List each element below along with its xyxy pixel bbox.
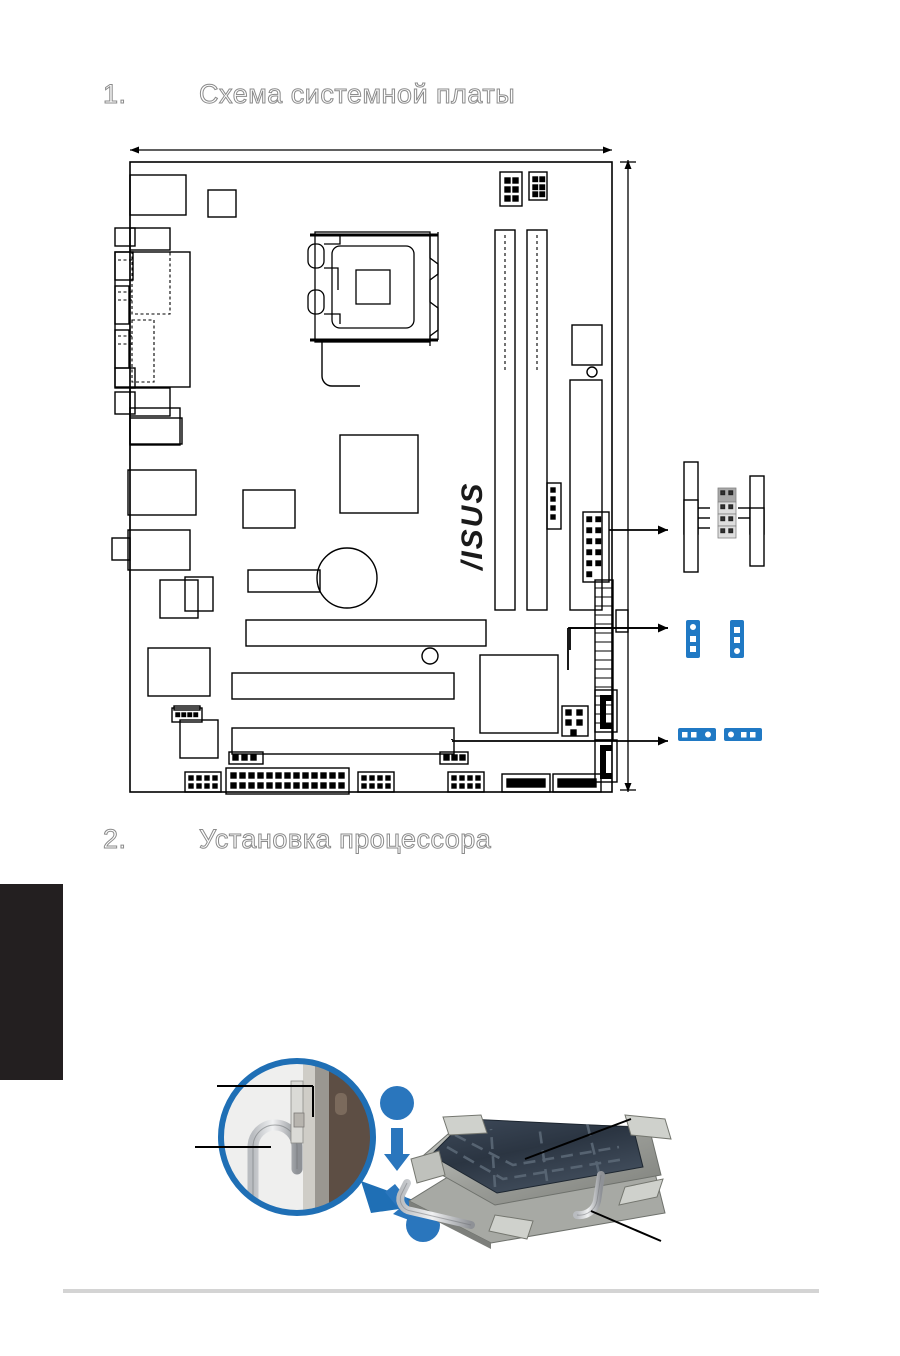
dimension-arrow-top	[130, 146, 612, 154]
section-title-1: Схема системной платы	[198, 79, 516, 110]
bios-chip	[247, 569, 321, 593]
front-panel-header	[582, 511, 610, 583]
cpu-installation-illustration	[195, 1055, 715, 1260]
io-controller-chip	[242, 489, 296, 529]
dimm-slots	[494, 229, 548, 611]
section-heading-1: 1. Схема системной платы	[103, 79, 516, 110]
com-header-small	[439, 751, 469, 765]
usb-header-mid	[546, 482, 562, 530]
motherboard-diagram: /ISUS	[100, 140, 780, 820]
callout-leaders	[451, 525, 668, 746]
mounting-hole	[421, 647, 439, 665]
dimension-arrow-right	[620, 160, 636, 792]
jumper-icon-h2	[724, 728, 762, 741]
callout-front-panel-detail	[683, 461, 765, 573]
callout-jumper-vertical	[686, 620, 744, 658]
footer-rule	[63, 1289, 819, 1293]
arrow-press-down	[384, 1128, 410, 1171]
jumper-icon-v2	[730, 620, 744, 658]
section-heading-2: 2. Установка процессора	[103, 824, 492, 855]
io-port-a	[114, 227, 136, 247]
board-outline	[129, 161, 613, 793]
io-port-c	[114, 251, 134, 281]
section-number-2: 2.	[103, 824, 127, 855]
asus-logo: /ISUS	[456, 482, 489, 572]
chassis-fan-header	[171, 705, 203, 723]
northbridge-chip	[339, 434, 419, 514]
parallel-port	[114, 251, 191, 388]
pci-slot-3	[231, 727, 455, 755]
lga775-socket	[396, 1114, 672, 1249]
clear-cmos-jumper	[561, 705, 589, 737]
page-edge-tab	[0, 884, 63, 1080]
atx12v-connector	[499, 171, 523, 207]
io-port-f	[114, 367, 136, 389]
io-block-usb2	[111, 537, 131, 561]
misc-chip-left3	[184, 576, 214, 612]
io-port-i	[129, 417, 183, 445]
callout-jumper-horizontal	[678, 728, 762, 741]
socket-leader-cap	[524, 1118, 632, 1160]
io-panel-group	[114, 174, 237, 445]
dimm-slot-2	[526, 229, 548, 611]
magnifier-callout	[195, 1058, 376, 1216]
io-block-audio	[129, 407, 181, 446]
ps2-connector	[129, 174, 187, 216]
jumper-icon-h1	[678, 728, 716, 741]
atx-power-connector	[569, 324, 603, 611]
section-title-2: Установка процессора	[198, 824, 492, 855]
section-number-1: 1.	[103, 79, 127, 110]
bottom-headers	[184, 751, 485, 795]
io-dashed-b	[131, 319, 155, 383]
step-badge-1	[380, 1086, 414, 1120]
audio-codec-chip	[159, 579, 199, 619]
cpu-fan-connector	[528, 171, 548, 201]
usb-header-2	[357, 771, 395, 793]
io-dashed-a	[131, 251, 171, 315]
misc-chip-left	[179, 719, 219, 759]
pci-slot-2	[231, 672, 455, 700]
dimm-slot-1	[494, 229, 516, 611]
io-block-usb	[127, 529, 191, 571]
svg-text:/ISUS: /ISUS	[456, 482, 489, 572]
io-port-h	[129, 387, 171, 417]
usb-header-1	[184, 771, 222, 793]
cmos-battery	[316, 547, 378, 609]
audio-header-small	[228, 751, 264, 765]
io-port-b	[129, 227, 171, 251]
cpu-socket-schematic	[307, 231, 439, 387]
io-block-lan	[127, 469, 197, 516]
io-port-d	[114, 285, 130, 325]
jumper-icon-v1	[686, 620, 700, 658]
floppy-connector	[501, 773, 602, 793]
misc-chip-left2	[147, 647, 211, 697]
socket-leader-lever	[590, 1210, 662, 1242]
ide-connector	[225, 767, 350, 795]
sata-connectors	[594, 689, 618, 783]
usb-header-3	[447, 771, 485, 793]
southbridge-chip	[479, 654, 559, 734]
pci-slot-1	[245, 619, 487, 647]
io-port-e	[114, 329, 130, 369]
io-chip-small	[207, 189, 237, 218]
io-port-g	[114, 391, 136, 415]
